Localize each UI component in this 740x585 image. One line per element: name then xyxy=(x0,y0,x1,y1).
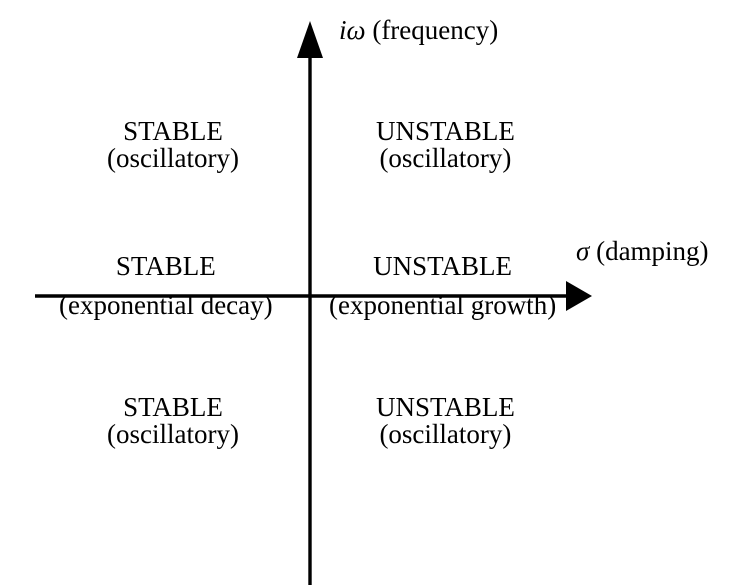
region-title: STABLE xyxy=(115,251,216,281)
vertical-axis-arrowhead xyxy=(297,21,323,58)
region-detail: (oscillatory) xyxy=(107,143,239,173)
horizontal-axis-symbol: σ xyxy=(576,236,590,266)
region-title: UNSTABLE xyxy=(376,116,515,146)
region-detail: (exponential growth) xyxy=(329,290,557,320)
region-title: STABLE xyxy=(123,116,223,146)
region-detail: (oscillatory) xyxy=(379,419,512,449)
region-label-middle-right: UNSTABLE (exponential growth) xyxy=(329,253,556,319)
region-detail: (oscillatory) xyxy=(107,419,239,449)
region-label-bottom-left: STABLE (oscillatory) xyxy=(107,394,239,448)
region-title: UNSTABLE xyxy=(373,251,513,281)
region-label-middle-left: STABLE (exponential decay) xyxy=(59,253,273,319)
region-title: STABLE xyxy=(123,392,223,422)
horizontal-axis-label-text: (damping) xyxy=(589,236,709,266)
region-label-bottom-right: UNSTABLE (oscillatory) xyxy=(376,394,515,448)
horizontal-axis-arrowhead xyxy=(566,281,592,311)
region-label-top-right: UNSTABLE (oscillatory) xyxy=(376,118,515,172)
vertical-axis-label: iω (frequency) xyxy=(339,15,498,45)
region-title: UNSTABLE xyxy=(376,392,515,422)
region-detail: (oscillatory) xyxy=(379,143,512,173)
horizontal-axis-label: σ (damping) xyxy=(576,236,709,266)
region-label-top-left: STABLE (oscillatory) xyxy=(107,118,239,172)
vertical-axis-symbol: iω xyxy=(339,15,366,45)
vertical-axis-label-text: (frequency) xyxy=(365,15,499,45)
region-detail: (exponential decay) xyxy=(59,290,273,320)
